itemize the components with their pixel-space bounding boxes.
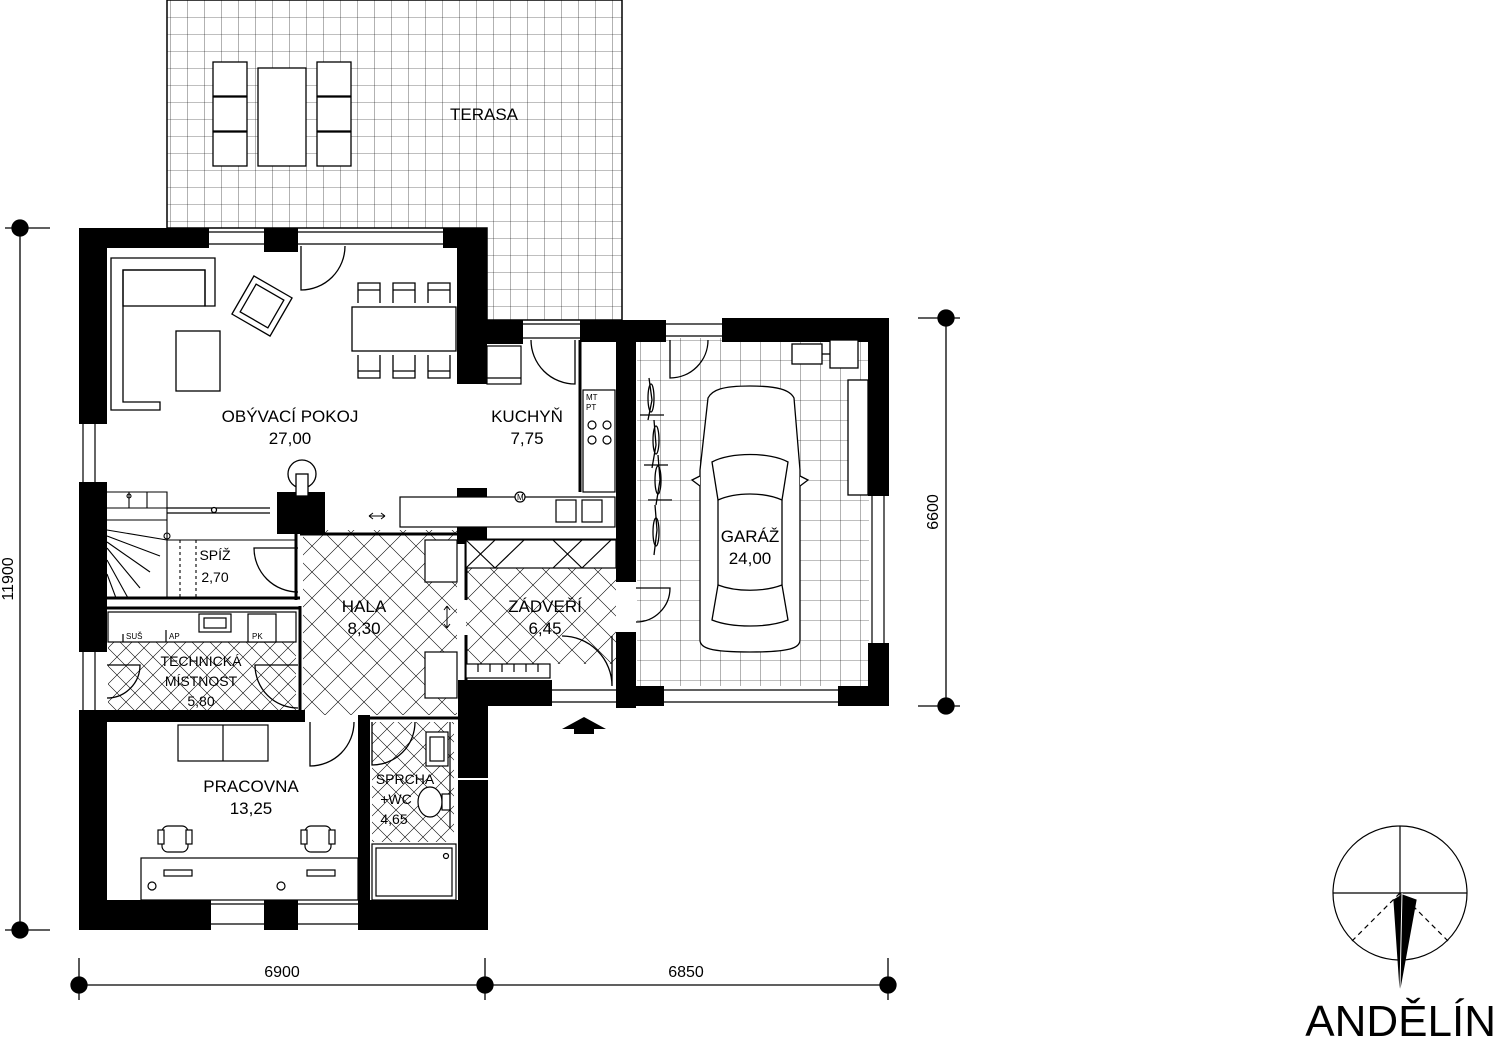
study-furniture (140, 724, 359, 901)
room-name-kuchyn: KUCHYŇ (491, 407, 563, 426)
room-area-technicka: 5,80 (187, 693, 214, 709)
technical-equipment (107, 611, 297, 643)
hob-3 (587, 435, 597, 445)
dim-bottom-right: 6850 (668, 964, 704, 981)
door-entrance (561, 635, 613, 687)
label-meter: M (517, 493, 524, 502)
room-name-spiz: SPÍŽ (199, 547, 231, 563)
desk (140, 857, 359, 901)
label-ap: AP (169, 632, 180, 641)
bathroom-fixtures (371, 722, 457, 901)
room-area-sprcha: 4,65 (380, 811, 407, 827)
room-name-obyvaci: OBÝVACÍ POKOJ (222, 407, 359, 426)
entrance-arrow (562, 717, 606, 734)
hob-2 (602, 420, 612, 430)
room-name-pracovna: PRACOVNA (203, 777, 299, 796)
garage-contents (640, 339, 869, 653)
vestibule-floor (466, 568, 616, 664)
kitchen-furniture (399, 345, 616, 528)
door-living-terrace (300, 245, 346, 291)
lawn-mower (791, 339, 859, 369)
toilet (417, 786, 443, 818)
kitchen-counter-south (399, 496, 616, 528)
vestibule-wardrobe (465, 539, 617, 679)
door-pracovna (309, 721, 355, 767)
windows (82, 231, 885, 925)
garage-shelf (847, 379, 869, 496)
office-chair-left (157, 825, 193, 853)
door-spiz (253, 547, 299, 593)
room-area-garaz: 24,00 (729, 549, 772, 568)
room-name-zadveri: ZÁDVEŘÍ (508, 597, 582, 616)
sliding-door-vestibule (443, 605, 451, 629)
project-title: ANDĚLÍN (1305, 997, 1496, 1041)
door-technical (106, 664, 141, 699)
room-name-technicka-1: TECHNICKÁ (161, 653, 243, 669)
room-area-hala: 8,30 (347, 619, 380, 638)
sink-1 (555, 499, 577, 523)
room-name-sprcha-1: SPRCHA (376, 771, 435, 787)
label-pt: PT (586, 403, 596, 412)
label-mt: MT (586, 393, 598, 402)
door-shower (371, 721, 416, 766)
dimension-lines (5, 219, 960, 1000)
staircase (106, 491, 296, 599)
dim-right-garage: 6600 (925, 494, 942, 530)
hob-1 (587, 420, 597, 430)
office-chair-right (300, 825, 336, 853)
boiler-pk (247, 613, 277, 643)
armchair (231, 275, 293, 337)
sliding-door-arrow (368, 512, 386, 520)
living-furniture (110, 257, 457, 514)
dim-left-total: 11900 (0, 557, 17, 600)
room-area-kuchyn: 7,75 (510, 429, 543, 448)
door-garage-vestibule (635, 587, 671, 623)
room-area-pracovna: 13,25 (230, 799, 273, 818)
room-name-garaz: GARÁŽ (721, 527, 780, 546)
sink-2 (581, 499, 603, 523)
room-name-hala: HALA (342, 597, 387, 616)
dim-bottom-left: 6900 (264, 964, 300, 981)
door-kitchen-terrace (530, 339, 576, 385)
compass-icon (1332, 825, 1468, 989)
door-technical-hall (254, 664, 299, 709)
room-name-technicka-2: MÍSTNOST (165, 673, 238, 689)
room-name-terasa: TERASA (450, 105, 519, 124)
room-labels: OBÝVACÍ POKOJ 27,00 KUCHYŇ 7,75 GARÁŽ 24… (161, 407, 780, 827)
meter (514, 491, 526, 503)
room-area-obyvaci: 27,00 (269, 429, 312, 448)
label-pk: PK (252, 632, 263, 641)
dining-table (351, 306, 457, 352)
room-area-zadveri: 6,45 (528, 619, 561, 638)
doors (106, 245, 709, 767)
coffee-table (175, 330, 221, 392)
room-area-spiz: 2,70 (201, 569, 228, 585)
dining-chairs (357, 282, 451, 379)
room-name-sprcha-2: +WC (380, 791, 412, 807)
terrace: TERASA (166, 0, 623, 321)
car (690, 385, 810, 653)
hob-4 (602, 435, 612, 445)
door-garage-rear (669, 339, 709, 379)
terrace-table-set (212, 61, 352, 167)
label-sus: SUŠ (126, 632, 142, 641)
bicycles (640, 377, 672, 556)
shoe-rack (465, 663, 551, 679)
walls (79, 228, 889, 930)
